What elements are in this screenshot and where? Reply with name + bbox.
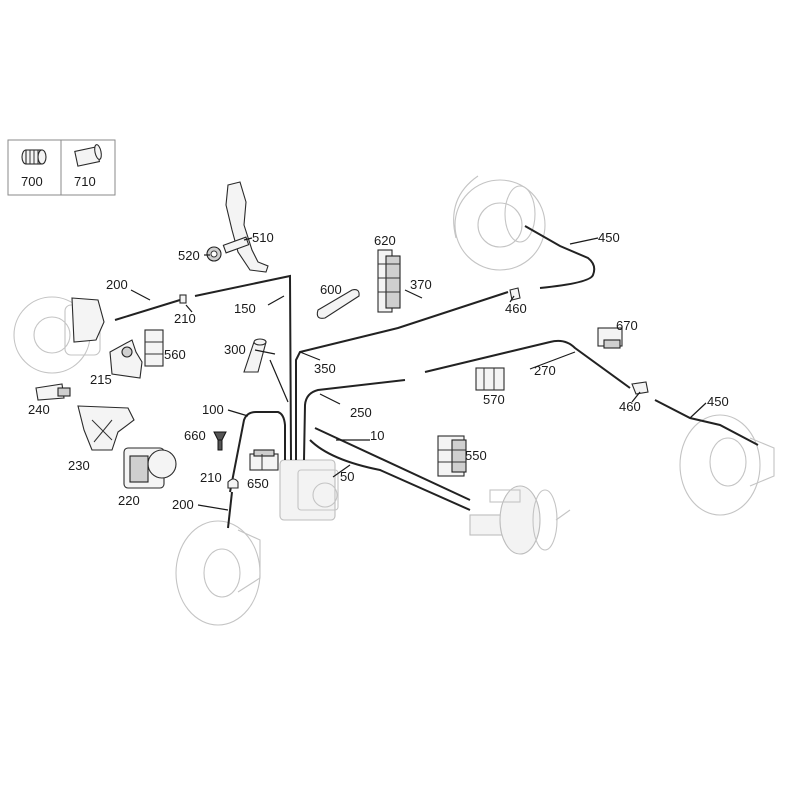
callout-600: 600: [320, 282, 342, 297]
hose-300: [243, 338, 267, 373]
front-right-brake-disc-ghost: [679, 414, 775, 516]
bracket-215: [109, 339, 143, 379]
rear-caliper: [71, 297, 105, 343]
clip-570: [475, 367, 505, 391]
callout-210-rear: 210: [174, 311, 196, 326]
callout-660: 660: [184, 428, 206, 443]
pipe-50: [309, 439, 471, 511]
callout-460-rear: 460: [505, 301, 527, 316]
retainer-210-front: [227, 478, 239, 489]
clip-560: [144, 329, 164, 367]
callout-550: 550: [465, 448, 487, 463]
front-left-brake-disc-ghost: [175, 520, 261, 626]
hose-600: [316, 289, 360, 319]
pipe-150: [194, 274, 292, 461]
callout-270: 270: [534, 363, 556, 378]
pipe-450-rear: [524, 225, 596, 289]
callout-100: 100: [202, 402, 224, 417]
callout-250: 250: [350, 405, 372, 420]
sleeve-icon: [74, 144, 102, 167]
callout-300: 300: [224, 342, 246, 357]
legend-box: 700 710: [7, 139, 116, 196]
hydraulic-unit-ghost: [279, 459, 339, 521]
sensor-240: [35, 383, 71, 401]
callout-670: 670: [616, 318, 638, 333]
bellows-grommet-icon: [21, 149, 47, 165]
callout-200-rear: 200: [106, 277, 128, 292]
bracket-510: [222, 181, 269, 273]
pipe-100: [229, 411, 286, 493]
bracket-230: [77, 405, 135, 451]
callout-10: 10: [370, 428, 384, 443]
clip-strip-620: [377, 249, 401, 313]
callout-370: 370: [410, 277, 432, 292]
leader-lines: [130, 237, 707, 511]
callout-650: 650: [247, 476, 269, 491]
retainer-460-rear: [509, 287, 521, 301]
pipe-450-front: [654, 399, 759, 446]
clip-550: [437, 435, 467, 477]
callout-620: 620: [374, 233, 396, 248]
caliper-220: [123, 447, 177, 489]
callout-460-front: 460: [619, 399, 641, 414]
callout-510: 510: [252, 230, 274, 245]
legend-label-710: 710: [74, 174, 96, 189]
clip-660: [213, 431, 227, 451]
callout-240: 240: [28, 402, 50, 417]
clip-670: [597, 327, 623, 349]
pipe-270: [424, 339, 631, 389]
pipe-250: [303, 379, 406, 461]
grommet-520: [206, 246, 222, 262]
callout-350: 350: [314, 361, 336, 376]
callout-150: 150: [234, 301, 256, 316]
callout-450-rear: 450: [598, 230, 620, 245]
legend-label-700: 700: [21, 174, 43, 189]
brake-booster-ghost: [469, 485, 571, 555]
callout-220: 220: [118, 493, 140, 508]
callout-50: 50: [340, 469, 354, 484]
callout-215: 215: [90, 372, 112, 387]
callout-200-front: 200: [172, 497, 194, 512]
callout-210-front: 210: [200, 470, 222, 485]
retainer-210-rear: [179, 294, 187, 304]
callout-450-front: 450: [707, 394, 729, 409]
callout-560: 560: [164, 347, 186, 362]
clip-650: [249, 449, 279, 471]
retainer-460-front: [631, 381, 649, 395]
callout-labels: 450 510 520 620 200 600 370 460 150 210 …: [28, 230, 729, 512]
callout-520: 520: [178, 248, 200, 263]
callout-570: 570: [483, 392, 505, 407]
pipe-200-rear: [114, 299, 181, 321]
pipe-200-front: [227, 491, 233, 529]
rear-right-brake-disc-ghost: [453, 175, 546, 271]
callout-230: 230: [68, 458, 90, 473]
